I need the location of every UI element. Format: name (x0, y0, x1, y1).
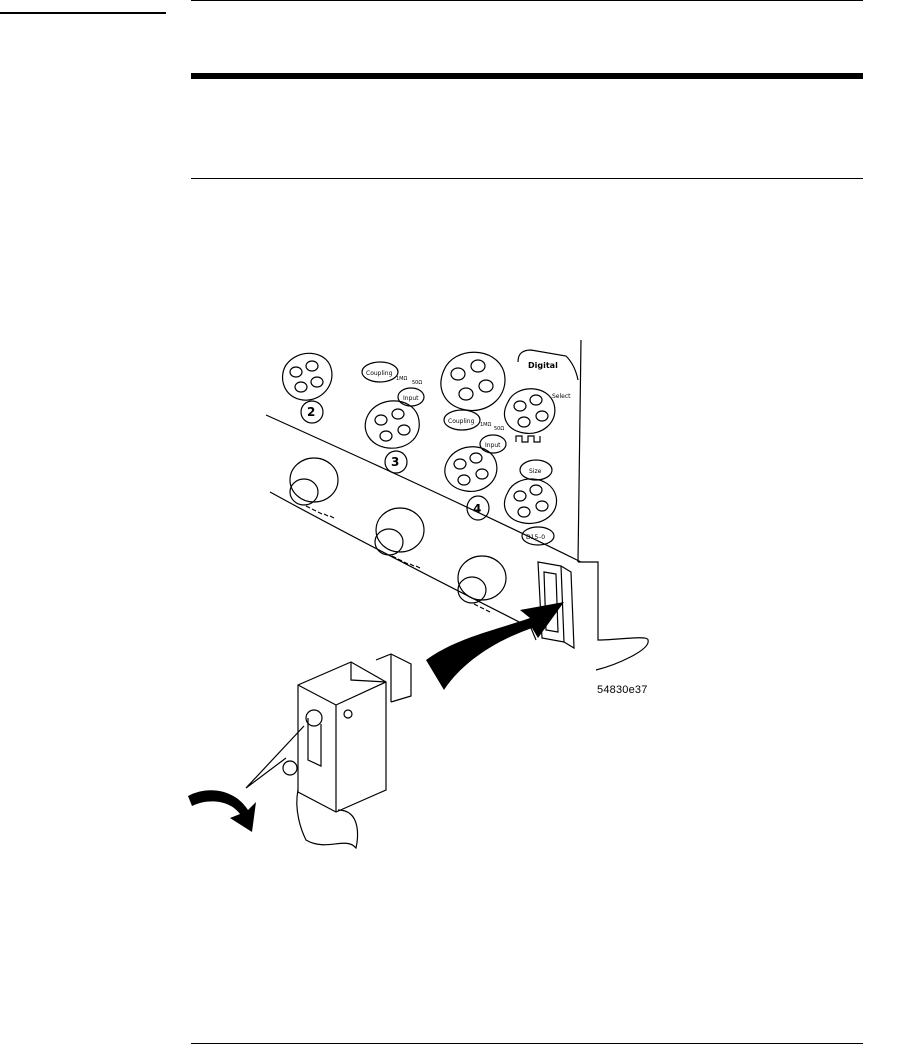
impedance-50-label-1: 50Ω (412, 380, 422, 386)
coupling-button-2 (443, 409, 481, 431)
ch3-number: 3 (391, 455, 399, 469)
callout-lines (245, 725, 305, 789)
knob-ch2 (282, 352, 333, 424)
digital-label: Digital (528, 361, 558, 370)
input-button-2 (479, 434, 507, 454)
digital-bracket (517, 349, 579, 381)
panel-right-edge (577, 340, 582, 563)
header-rule-left (0, 12, 166, 14)
coupling-label-2: Coupling (448, 418, 475, 425)
knob-ch4 (444, 446, 498, 521)
size-label: Size (529, 468, 542, 475)
d15-label: D15–0 (526, 534, 545, 541)
coupling-label-1: Coupling (366, 370, 393, 377)
figure-illustration: 2 3 4 Coupling Coupling Input Input 1MΩ … (188, 340, 649, 850)
input-label-2: Input (485, 442, 501, 449)
impedance-1m-label-2: 1MΩ (480, 422, 491, 428)
header-rule-right (191, 0, 863, 1)
figure-cable-connection: 2 3 4 Coupling Coupling Input Input 1MΩ … (186, 340, 676, 860)
insert-arrow (426, 602, 564, 690)
knob-digital-select (503, 388, 556, 443)
select-label: Select (552, 393, 571, 400)
bnc-connector-2 (374, 507, 425, 569)
figure-id-label: 54830e37 (597, 684, 648, 696)
panel-front-bottom (269, 491, 537, 641)
panel-edge (265, 414, 582, 563)
knob-d15 (503, 478, 558, 546)
size-button (519, 459, 553, 481)
impedance-50-label-2: 50Ω (494, 426, 504, 432)
rotate-arrow (188, 790, 256, 832)
footer-rule (191, 1043, 863, 1044)
bnc-connector-3 (457, 555, 507, 613)
input-label-1: Input (403, 395, 419, 402)
ch4-number: 4 (473, 502, 481, 516)
impedance-1m-label-1: 1MΩ (396, 376, 407, 382)
cable-connector (296, 653, 412, 850)
panel-side (578, 561, 649, 671)
knob-large (440, 351, 506, 412)
bnc-connector-1 (289, 457, 339, 519)
callout-dot (282, 760, 298, 776)
ch2-number: 2 (307, 405, 315, 419)
knob-ch3 (364, 400, 420, 474)
coupling-button-1 (361, 361, 399, 383)
note-box (191, 73, 863, 179)
